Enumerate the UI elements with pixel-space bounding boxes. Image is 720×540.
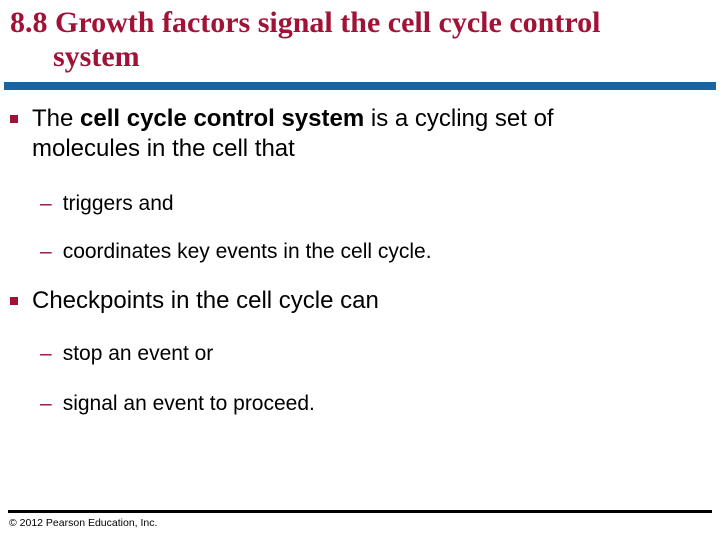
footer-divider-rule: [8, 510, 712, 513]
slide-title-line1: 8.8 Growth factors signal the cell cycle…: [10, 6, 601, 39]
dash-bullet-icon: –: [40, 192, 52, 215]
dash-bullet-icon: –: [40, 342, 52, 365]
sub-bullet-item-2: – coordinates key events in the cell cyc…: [40, 239, 432, 265]
dash-bullet-icon: –: [40, 240, 52, 263]
bullet-item-1: The cell cycle control system is a cycli…: [10, 104, 650, 164]
sub-bullet-item-1: – triggers and: [40, 191, 174, 217]
bullet-item-text: The cell cycle control system is a cycli…: [32, 105, 554, 162]
copyright-footer: © 2012 Pearson Education, Inc.: [9, 517, 158, 529]
sub-bullet-text: coordinates key events in the cell cycle…: [62, 240, 432, 263]
sub-bullet-text: stop an event or: [62, 342, 214, 365]
slide-title-line2: system: [53, 40, 140, 73]
sub-bullet-text: signal an event to proceed.: [62, 392, 315, 415]
dash-bullet-icon: –: [40, 392, 52, 415]
bullet-item-2: Checkpoints in the cell cycle can: [10, 286, 650, 316]
slide-title: 8.8 Growth factors signal the cell cycle…: [10, 6, 700, 74]
sub-bullet-text: triggers and: [62, 192, 174, 215]
bullet-item-text: Checkpoints in the cell cycle can: [32, 287, 379, 314]
sub-bullet-item-3: – stop an event or: [40, 341, 213, 367]
square-bullet-icon: [10, 115, 18, 123]
square-bullet-icon: [10, 297, 18, 305]
title-divider-rule: [4, 82, 716, 90]
sub-bullet-item-4: – signal an event to proceed.: [40, 391, 315, 417]
